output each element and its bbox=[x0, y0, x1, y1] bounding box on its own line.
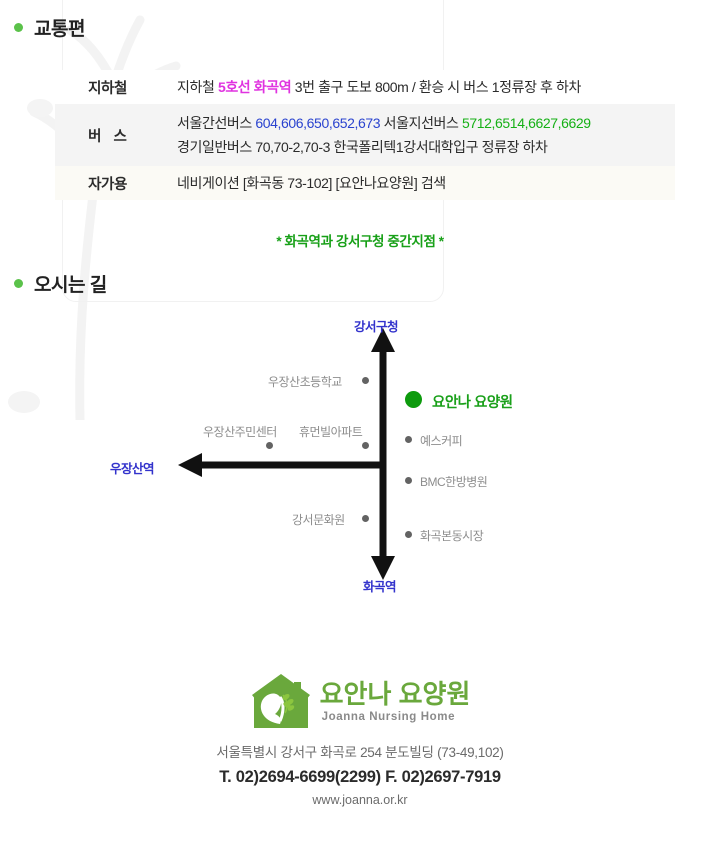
row-value-car: 네비게이션 [화곡동 73-102] [요안나요양원] 검색 bbox=[160, 166, 675, 200]
map-poi-gangseo-cultural-center-label: 강서문화원 bbox=[292, 513, 345, 527]
section-heading-transport: 교통편 bbox=[14, 14, 85, 41]
transport-table-body: 지하철 지하철 5호선 화곡역 3번 출구 도보 800m / 환승 시 버스 … bbox=[55, 70, 675, 200]
map-poi-gangseo-cultural-center-dot-icon bbox=[362, 515, 369, 522]
footer: 요안나 요양원 Joanna Nursing Home 서울특별시 강서구 화곡… bbox=[0, 672, 720, 807]
map-poi-ujangsan-community-center-dot-icon bbox=[266, 442, 273, 449]
directions-map-diagram: 강서구청 화곡역 우장산역 요안나 요양원 우장산초등학교 우장산주민센터 휴먼… bbox=[0, 300, 720, 610]
map-poi-bmc-hospital-label: BMC한방병원 bbox=[420, 475, 488, 489]
subway-text-post: 3번 출구 도보 800m / 환승 시 버스 1정류장 후 하차 bbox=[291, 78, 582, 95]
subway-text-pre: 지하철 bbox=[177, 78, 218, 95]
map-poi-hwagok-market-label: 화곡본동시장 bbox=[420, 529, 484, 543]
map-poi-ujangsan-community-center-label: 우장산주민센터 bbox=[203, 425, 277, 439]
bus-line-2: 경기일반버스 70,70-2,70-3 한국폴리텍1강서대학입구 정류장 하차 bbox=[177, 139, 548, 155]
map-terminus-ujangsan-station: 우장산역 bbox=[110, 462, 155, 476]
map-marker-joanna-label: 요안나 요양원 bbox=[432, 395, 513, 411]
footer-logo-english: Joanna Nursing Home bbox=[321, 710, 456, 723]
midpoint-note: * 화곡역과 강서구청 중간지점 * bbox=[276, 234, 444, 249]
map-terminus-gangseo-gu-office: 강서구청 bbox=[354, 320, 399, 334]
table-row-subway: 지하철 지하철 5호선 화곡역 3번 출구 도보 800m / 환승 시 버스 … bbox=[55, 70, 675, 104]
directions-heading-label: 오시는 길 bbox=[34, 275, 107, 296]
arrow-south-icon bbox=[371, 556, 395, 580]
map-roads-svg bbox=[178, 328, 395, 580]
row-label-bus: 버 스 bbox=[55, 104, 160, 166]
map-poi-ujangsan-elementary-label: 우장산초등학교 bbox=[268, 375, 342, 389]
footer-phone: T. 02)2694-6699(2299) F. 02)2697-7919 bbox=[219, 768, 501, 786]
section-heading-directions: 오시는 길 bbox=[14, 270, 107, 297]
map-poi-yes-coffee-dot-icon bbox=[405, 436, 412, 443]
subway-line-station: 5호선 화곡역 bbox=[217, 78, 292, 95]
bullet-dot-icon bbox=[14, 279, 23, 288]
footer-logo-row: 요안나 요양원 Joanna Nursing Home bbox=[0, 672, 720, 732]
map-poi-hwagok-market-dot-icon bbox=[405, 531, 412, 538]
bullet-dot-icon bbox=[14, 23, 23, 32]
bus-trunk-numbers: 604,606,650,652,673 bbox=[255, 114, 381, 131]
footer-website[interactable]: www.joanna.or.kr bbox=[312, 793, 408, 807]
transport-heading-label: 교통편 bbox=[34, 19, 85, 40]
arrow-north-icon bbox=[371, 328, 395, 352]
row-label-subway: 지하철 bbox=[55, 70, 160, 104]
footer-logo-korean: 요안나 요양원 bbox=[319, 678, 471, 709]
house-dove-logo-icon bbox=[251, 674, 310, 728]
row-label-car: 자가용 bbox=[55, 166, 160, 200]
row-value-subway: 지하철 5호선 화곡역 3번 출구 도보 800m / 환승 시 버스 1정류장… bbox=[160, 70, 675, 104]
table-row-bus: 버 스 서울간선버스 604,606,650,652,673 서울지선버스 57… bbox=[55, 104, 675, 166]
transport-table: 지하철 지하철 5호선 화곡역 3번 출구 도보 800m / 환승 시 버스 … bbox=[55, 70, 675, 200]
footer-address: 서울특별시 강서구 화곡로 254 분도빌딩 (73-49,102) bbox=[216, 745, 504, 760]
bus-branch-label: 서울지선버스 bbox=[380, 114, 462, 131]
map-poi-ujangsan-elementary-dot-icon bbox=[362, 377, 369, 384]
map-marker-joanna-dot-icon bbox=[405, 391, 422, 408]
table-row-car: 자가용 네비게이션 [화곡동 73-102] [요안나요양원] 검색 bbox=[55, 166, 675, 200]
bus-trunk-label: 서울간선버스 bbox=[177, 114, 256, 131]
bus-line-1: 서울간선버스 604,606,650,652,673 서울지선버스 5712,6… bbox=[177, 111, 675, 136]
map-poi-yes-coffee-label: 예스커피 bbox=[420, 434, 463, 448]
map-poi-bmc-hospital-dot-icon bbox=[405, 477, 412, 484]
subway-line-1: 지하철 5호선 화곡역 3번 출구 도보 800m / 환승 시 버스 1정류장… bbox=[177, 75, 675, 100]
map-poi-humanvill-apartment-label: 휴먼빌아파트 bbox=[299, 425, 363, 439]
map-terminus-hwagok-station: 화곡역 bbox=[363, 580, 397, 594]
footer-logo-text: 요안나 요양원 Joanna Nursing Home bbox=[320, 681, 471, 724]
row-value-bus: 서울간선버스 604,606,650,652,673 서울지선버스 5712,6… bbox=[160, 104, 675, 166]
arrow-west-icon bbox=[178, 453, 202, 477]
map-poi-humanvill-apartment-dot-icon bbox=[362, 442, 369, 449]
bus-branch-numbers: 5712,6514,6627,6629 bbox=[462, 114, 591, 131]
